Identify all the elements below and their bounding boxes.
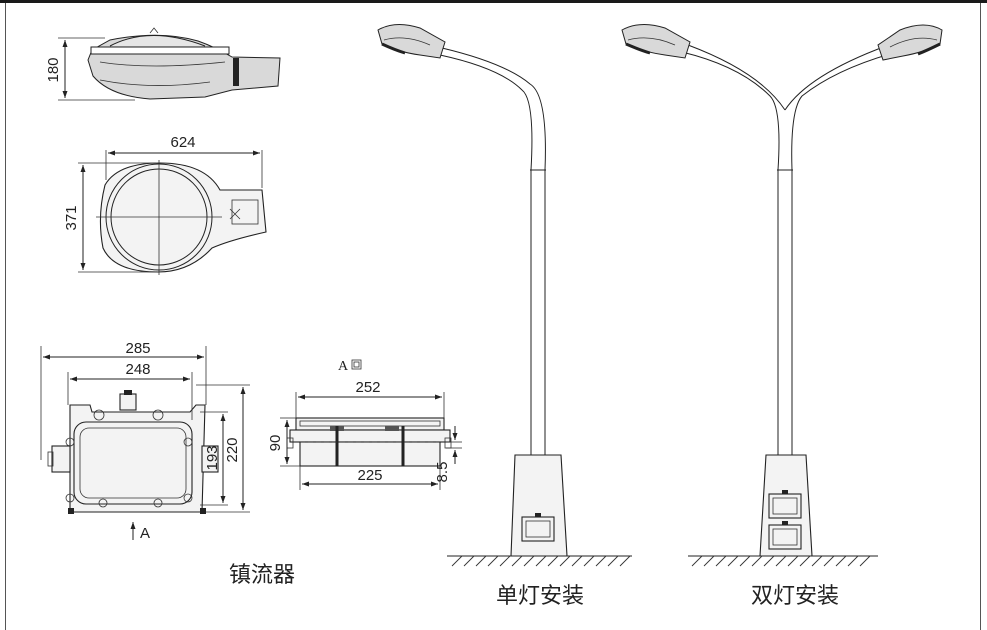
dim-ballast-height-inner: 193	[200, 411, 228, 506]
top-border	[0, 0, 987, 3]
dim-lamp-width: 371	[63, 162, 156, 273]
ballast-front-view	[47, 390, 219, 514]
ballast-height-outer-label: 220	[224, 437, 241, 462]
dim-side-offset: 8.5	[434, 426, 462, 482]
dim-side-height: 90	[267, 417, 300, 467]
dim-lamp-length: 624	[105, 134, 263, 188]
ballast-height-inner-label: 193	[204, 445, 221, 470]
side-top-width-label: 252	[355, 379, 380, 396]
side-offset-label: 8.5	[434, 462, 451, 483]
lamp-side-view	[87, 27, 281, 100]
dim-side-top-width: 252	[295, 379, 445, 418]
single-lamp-pole	[377, 24, 568, 557]
double-lamp-caption: 双灯安装	[751, 584, 839, 609]
side-view-marker-label: A	[338, 359, 349, 374]
lamp-height-label: 180	[45, 57, 62, 82]
single-lamp-caption: 单灯安装	[496, 584, 584, 609]
dim-side-bottom-width: 225	[299, 466, 441, 490]
lamp-top-view	[96, 160, 267, 275]
ballast-side-view	[286, 417, 452, 467]
right-border	[980, 3, 981, 630]
dim-ballast-outer-width: 285	[40, 340, 207, 460]
view-arrow-a-label: A	[140, 525, 150, 542]
ballast-caption: 镇流器	[229, 563, 295, 588]
ballast-side-view-marker: A	[338, 359, 362, 374]
dim-ballast-inner-width: 248	[67, 361, 193, 420]
single-lamp-ground	[447, 555, 632, 567]
lamp-width-label: 371	[63, 205, 80, 230]
side-height-label: 90	[267, 435, 284, 452]
left-border	[5, 3, 6, 630]
double-lamp-ground	[688, 555, 878, 567]
double-lamp-pole	[621, 24, 943, 557]
view-arrow-a: A	[130, 522, 150, 542]
ballast-outer-width-label: 285	[125, 340, 150, 357]
side-bottom-width-label: 225	[357, 467, 382, 484]
dim-lamp-height: 180	[45, 37, 135, 101]
dim-ballast-height-outer: 220	[196, 384, 250, 513]
ballast-inner-width-label: 248	[125, 361, 150, 378]
lamp-length-label: 624	[170, 134, 195, 151]
